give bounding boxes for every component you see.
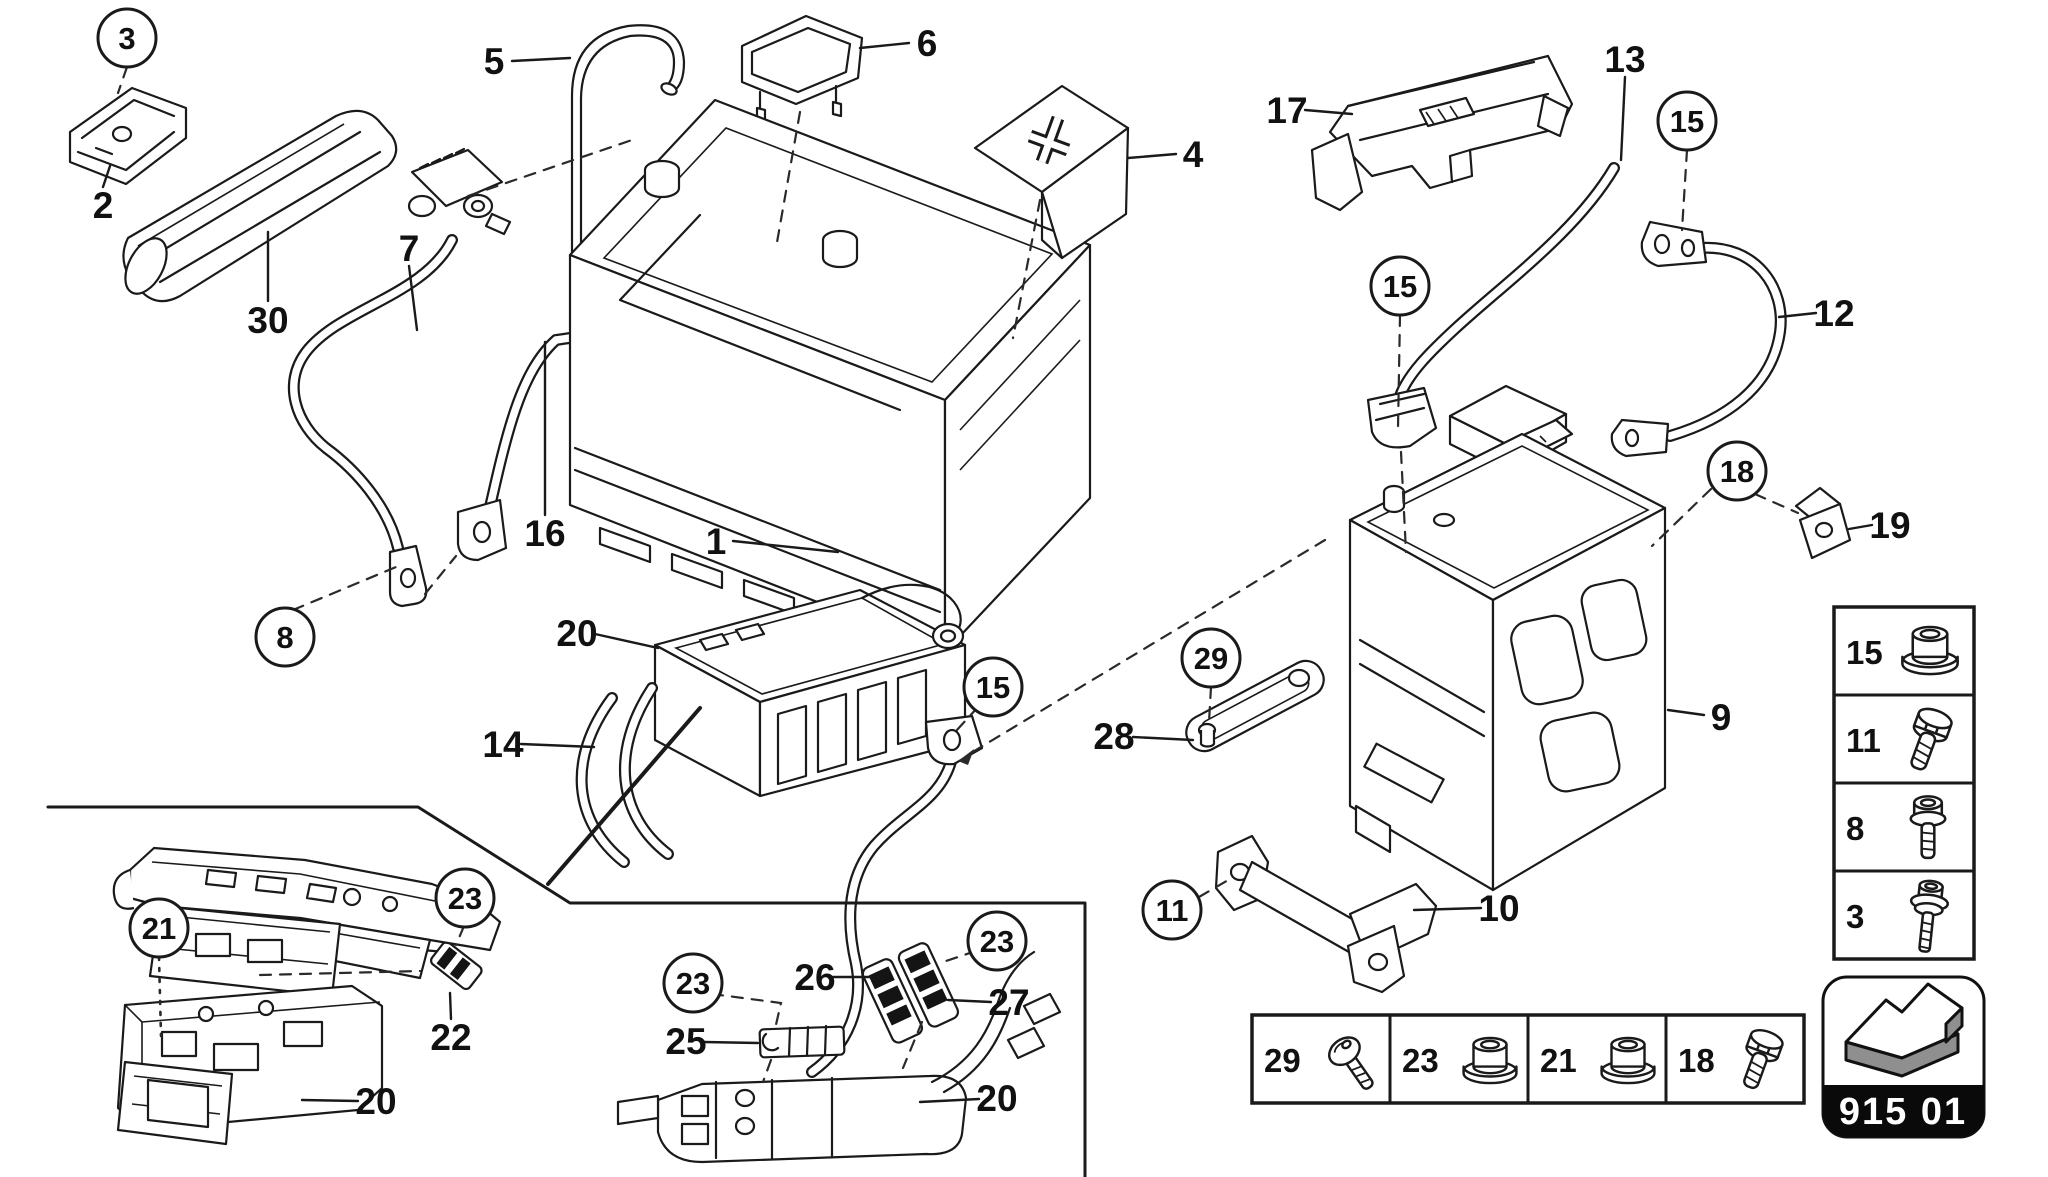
- svg-text:15: 15: [1670, 104, 1704, 139]
- callout-12: 12: [1813, 293, 1854, 334]
- b-plus-cable-drawing: [806, 714, 984, 1078]
- svg-text:3: 3: [118, 21, 135, 56]
- partition-lines: [46, 706, 1087, 1177]
- fusible-link-27-drawing: [897, 942, 960, 1028]
- callout-22: 22: [430, 1017, 471, 1058]
- fuse-box-20-left-drawing: [116, 984, 384, 1146]
- callout-20b: 20: [976, 1078, 1017, 1119]
- bracket-17-drawing: [1310, 54, 1574, 212]
- bracket-2-drawing: [68, 86, 188, 186]
- support-strap-28-drawing: [1185, 659, 1325, 753]
- clip-22-drawing: [421, 941, 483, 991]
- ground-cable-12-drawing: [1610, 220, 1787, 458]
- circled-callout-29: 29: [1180, 627, 1242, 689]
- svg-text:15: 15: [976, 670, 1010, 705]
- wiring-harness-14-drawing: [575, 682, 674, 868]
- drawing-layer: [46, 14, 1852, 1177]
- circled-callout-23-mid: 23: [662, 952, 724, 1014]
- insulation-sleeve-30-drawing: [122, 109, 398, 303]
- circled-callout-15-mid: 15: [1369, 255, 1431, 317]
- callout-2: 2: [93, 185, 114, 226]
- circled-callout-21: 21: [128, 897, 190, 959]
- part-group-badge: 915 01: [1821, 975, 1986, 1139]
- callout-27: 27: [988, 982, 1029, 1023]
- circled-callout-8: 8: [254, 606, 316, 668]
- leader-lines: [101, 41, 1874, 1104]
- group-code-label: 915 01: [1839, 1091, 1967, 1133]
- callout-1: 1: [706, 521, 727, 562]
- circled-callout-15-top: 15: [1656, 90, 1718, 152]
- callout-19: 19: [1869, 505, 1910, 546]
- legend-cell-18-num: 18: [1678, 1042, 1715, 1079]
- bracket-19-drawing: [1794, 486, 1852, 560]
- callout-4: 4: [1183, 134, 1204, 175]
- battery-1-drawing: [568, 98, 1092, 664]
- legend-row-8-num: 8: [1846, 810, 1864, 847]
- circled-callout-23-left: 23: [434, 867, 496, 929]
- svg-text:11: 11: [1156, 893, 1189, 928]
- vent-hose-5-drawing: [570, 24, 686, 472]
- callout-20a: 20: [556, 613, 597, 654]
- svg-text:21: 21: [142, 911, 176, 946]
- callout-30: 30: [247, 300, 288, 341]
- callout-10: 10: [1478, 888, 1519, 929]
- fuse-box-20-bottom-drawing: [616, 950, 1062, 1164]
- callout-16: 16: [524, 513, 565, 554]
- circled-callouts: 3 8 11 15 15 15 18 21: [96, 7, 1768, 1014]
- fusible-link-26-drawing: [861, 958, 924, 1044]
- fastener-legend-right: 15 11 8 3: [1832, 605, 1976, 961]
- legend-row-15-num: 15: [1846, 634, 1883, 671]
- legend-cell-21-num: 21: [1540, 1042, 1577, 1079]
- svg-text:23: 23: [980, 924, 1014, 959]
- callout-labels: 1 2 4 5 6 7 9 10 12 13 14 16 17 19 20 20…: [93, 23, 1911, 1122]
- svg-text:23: 23: [676, 966, 710, 1001]
- negative-cable-13-drawing: [1366, 162, 1620, 449]
- direction-arrow-icon: [1844, 982, 1964, 1078]
- svg-text:29: 29: [1194, 641, 1228, 676]
- fuse-25-drawing: [758, 1024, 846, 1059]
- svg-text:18: 18: [1720, 454, 1754, 489]
- legend-cell-23-num: 23: [1402, 1042, 1439, 1079]
- terminal-cover-6-drawing: [740, 14, 864, 124]
- circled-callout-3: 3: [96, 7, 158, 69]
- svg-text:23: 23: [448, 881, 482, 916]
- battery-tray-9-drawing: [1348, 384, 1667, 892]
- hold-down-bracket-10-drawing: [1214, 834, 1438, 994]
- positive-cover-4-drawing: [973, 84, 1130, 260]
- callout-13: 13: [1604, 39, 1645, 80]
- circled-callout-23-right: 23: [966, 910, 1028, 972]
- callout-17: 17: [1266, 90, 1307, 131]
- negative-terminal-7-drawing: [287, 147, 512, 608]
- svg-text:8: 8: [276, 620, 293, 655]
- callout-5: 5: [484, 41, 505, 82]
- circled-callout-11: 11: [1141, 879, 1203, 941]
- bracket-21-drawing: [112, 846, 502, 998]
- callout-14: 14: [482, 724, 524, 765]
- fastener-legend-bottom: 29 23 21 18: [1250, 1013, 1806, 1105]
- legend-cell-29-num: 29: [1264, 1042, 1301, 1079]
- svg-text:15: 15: [1383, 269, 1417, 304]
- circled-callout-18: 18: [1706, 440, 1768, 502]
- fuse-box-20-upper-drawing: [653, 583, 967, 798]
- callout-7: 7: [399, 228, 420, 269]
- callout-9: 9: [1711, 697, 1732, 738]
- callout-6: 6: [917, 23, 938, 64]
- callout-25: 25: [665, 1021, 706, 1062]
- callout-26: 26: [794, 957, 835, 998]
- legend-row-11-num: 11: [1846, 722, 1881, 759]
- circled-callout-15-center: 15: [962, 656, 1024, 718]
- callout-28: 28: [1093, 716, 1134, 757]
- callout-20c: 20: [355, 1081, 396, 1122]
- legend-row-3-num: 3: [1846, 898, 1864, 935]
